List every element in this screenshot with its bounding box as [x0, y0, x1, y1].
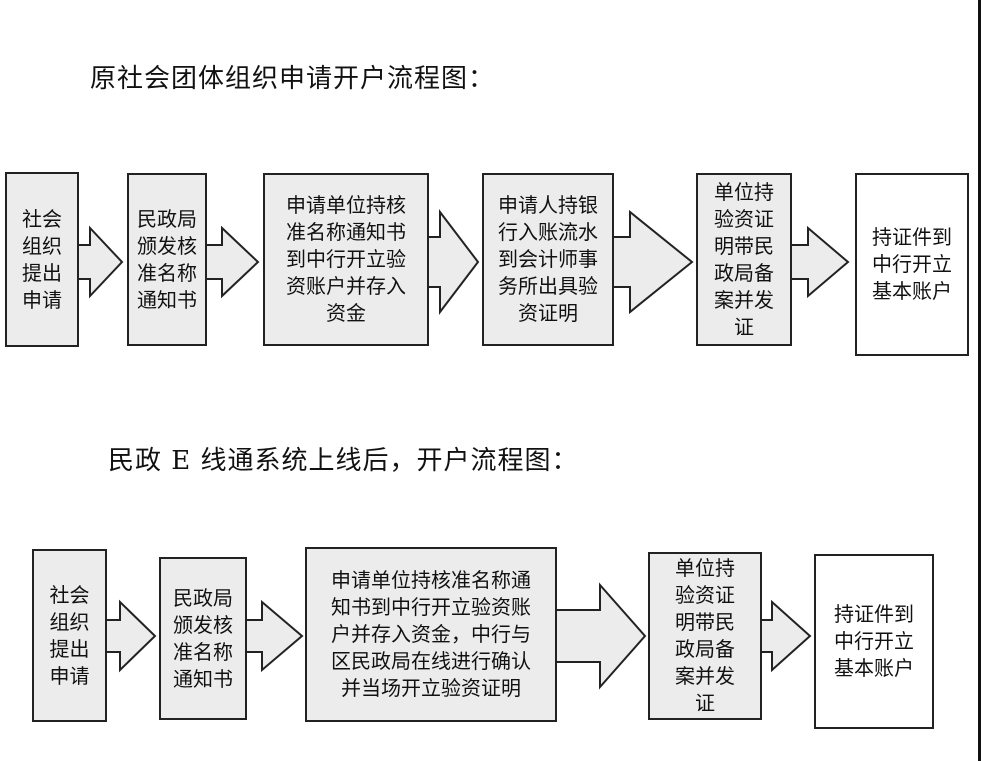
flow1-step-5-text: 单位持 验资证 明带民 政局备 案并发 证 [714, 179, 774, 339]
flow1-arrow-5 [789, 225, 850, 299]
flow2-arrow-4 [759, 599, 812, 673]
flow2-step-3: 申请单位持核准名称通 知书到中行开立验资账 户并存入资金，中行与 区民政局在线进… [305, 547, 557, 722]
flow1-arrow-3 [427, 209, 480, 315]
flow2-step-5: 持证件到 中行开立 基本账户 [814, 554, 934, 729]
flow1-step-6-text: 持证件到 中行开立 基本账户 [872, 225, 952, 303]
flow1-step-6: 持证件到 中行开立 基本账户 [855, 173, 969, 356]
flow2-step-5-text: 持证件到 中行开立 基本账户 [834, 602, 914, 680]
flow1-step-2: 民政局 颁发核 准名称 通知书 [127, 173, 207, 346]
flow1-step-4: 申请人持银 行入账流水 到会计师事 务所出具验 资证明 [482, 173, 614, 346]
flow2-step-3-text: 申请单位持核准名称通 知书到中行开立验资账 户并存入资金，中行与 区民政局在线进… [331, 568, 531, 700]
flow2-arrow-3 [554, 582, 647, 690]
flow2-step-4-text: 单位持 验资证 明带民 政局备 案并发 证 [675, 556, 735, 715]
flow1-arrow-1 [77, 225, 124, 299]
right-border-line [978, 0, 981, 761]
flow2-step-2: 民政局 颁发核 准名称 通知书 [159, 557, 247, 720]
flow2-arrow-1 [104, 599, 157, 673]
title-original-flow: 原社会团体组织申请开户流程图： [90, 64, 496, 94]
flow1-step-3-text: 申请单位持核 准名称通知书 到中行开立验 资账户并存入 资金 [286, 193, 406, 325]
flow2-step-2-text: 民政局 颁发核 准名称 通知书 [173, 585, 233, 691]
flow2-arrow-2 [244, 599, 304, 673]
flow1-arrow-4 [611, 209, 694, 315]
flow1-step-4-text: 申请人持银 行入账流水 到会计师事 务所出具验 资证明 [498, 193, 598, 325]
flow1-arrow-2 [204, 225, 260, 299]
flow1-step-1-text: 社会 组织 提出 申请 [22, 206, 62, 312]
title-new-flow: 民政 E 线通系统上线后，开户流程图： [108, 446, 579, 476]
flow2-step-1-text: 社会 组织 提出 申请 [49, 582, 90, 688]
flow2-step-4: 单位持 验资证 明带民 政局备 案并发 证 [648, 552, 762, 720]
flow1-step-3: 申请单位持核 准名称通知书 到中行开立验 资账户并存入 资金 [263, 173, 429, 346]
flow1-step-2-text: 民政局 颁发核 准名称 通知书 [137, 206, 197, 312]
flow2-step-1: 社会 组织 提出 申请 [32, 549, 107, 722]
flow1-step-5: 单位持 验资证 明带民 政局备 案并发 证 [696, 173, 792, 346]
flow1-step-1: 社会 组织 提出 申请 [5, 172, 79, 347]
